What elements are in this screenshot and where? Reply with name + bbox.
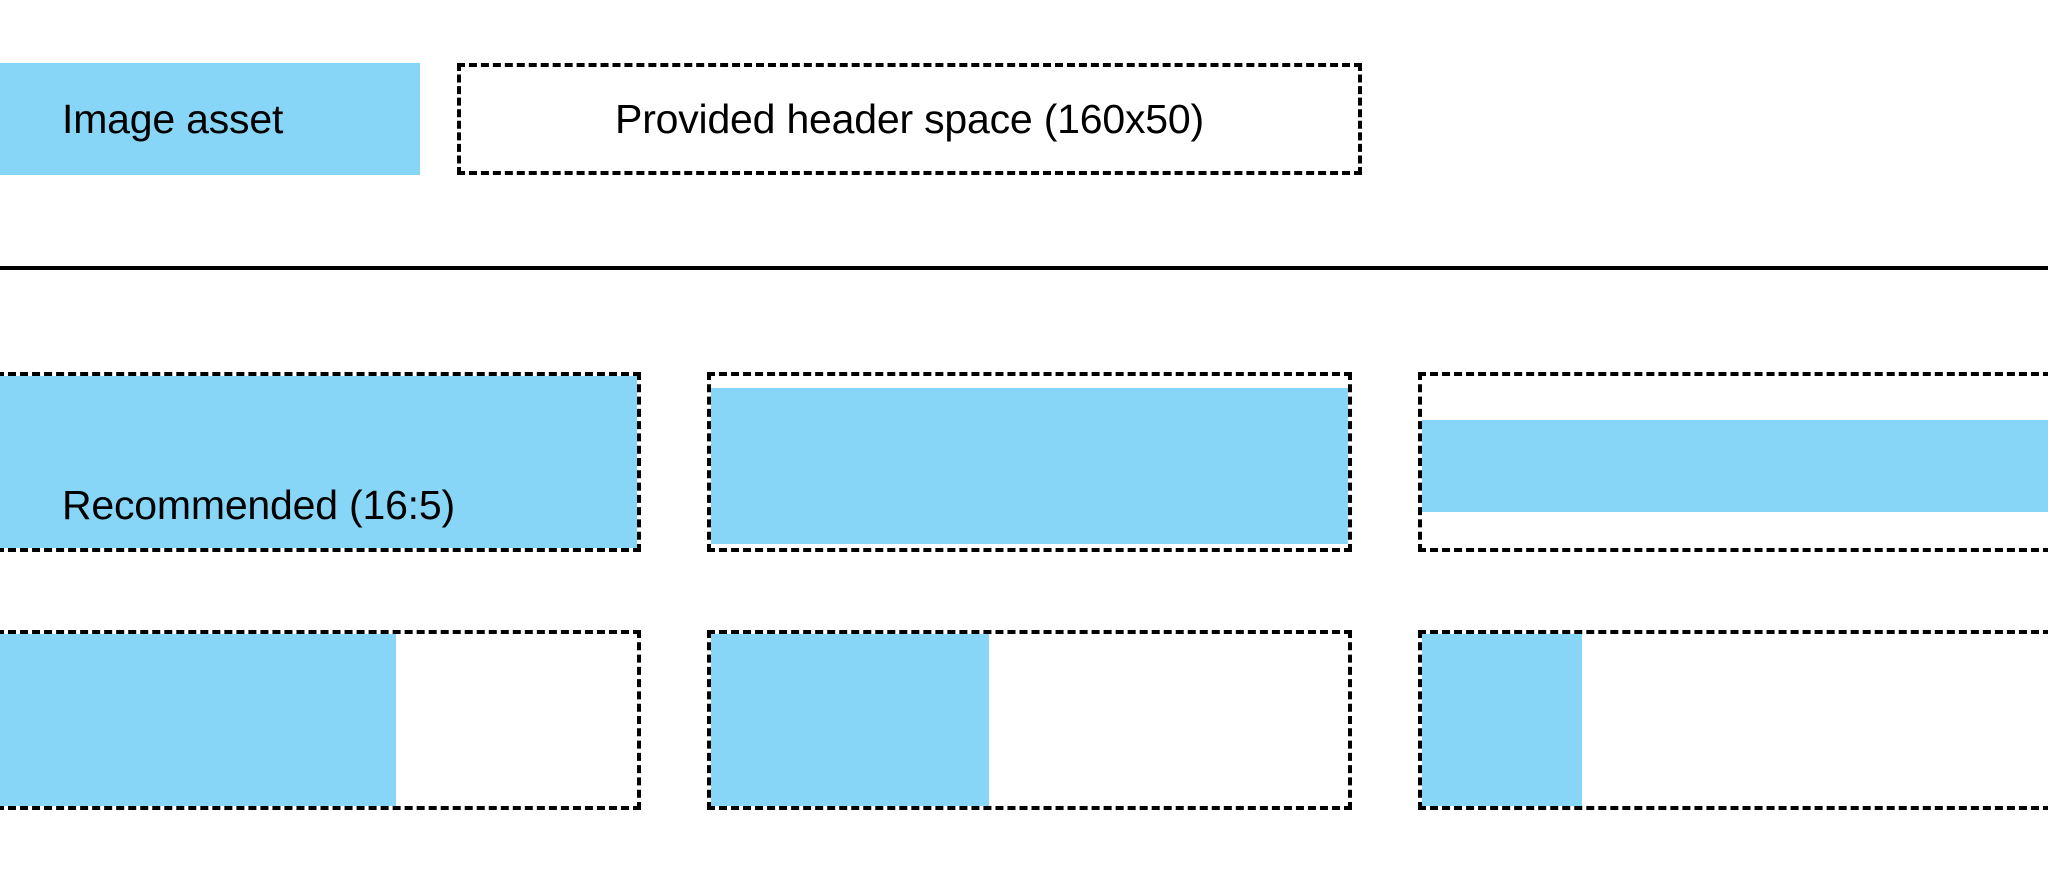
image-asset-swatch: Image asset	[0, 63, 420, 175]
asset-cell-partial-width-large	[0, 630, 641, 810]
asset-fill	[711, 388, 1348, 544]
asset-cell-partial-width-medium	[707, 630, 1352, 810]
asset-fit-row-recommended: Recommended (16:5)	[0, 372, 2048, 552]
asset-fit-grid: Recommended (16:5)	[0, 372, 2048, 810]
image-asset-swatch-label: Image asset	[62, 95, 284, 142]
asset-cell-recommended-16-5: Recommended (16:5)	[0, 372, 641, 552]
asset-fill	[1422, 420, 2048, 512]
asset-fill	[0, 376, 637, 548]
asset-fit-row-narrow	[0, 630, 2048, 810]
asset-fill	[0, 634, 396, 806]
asset-fill	[711, 634, 989, 806]
asset-cell-partial-width-small	[1418, 630, 2048, 810]
legend-row: Image asset Provided header space (160x5…	[0, 63, 2048, 175]
provided-header-space-box: Provided header space (160x50)	[457, 63, 1362, 175]
asset-cell-inset-vertical	[707, 372, 1352, 552]
asset-fill	[1422, 634, 1582, 806]
asset-cell-label: Recommended (16:5)	[62, 482, 455, 528]
provided-header-space-label: Provided header space (160x50)	[615, 95, 1204, 142]
section-divider	[0, 266, 2048, 270]
asset-cell-letterboxed	[1418, 372, 2048, 552]
